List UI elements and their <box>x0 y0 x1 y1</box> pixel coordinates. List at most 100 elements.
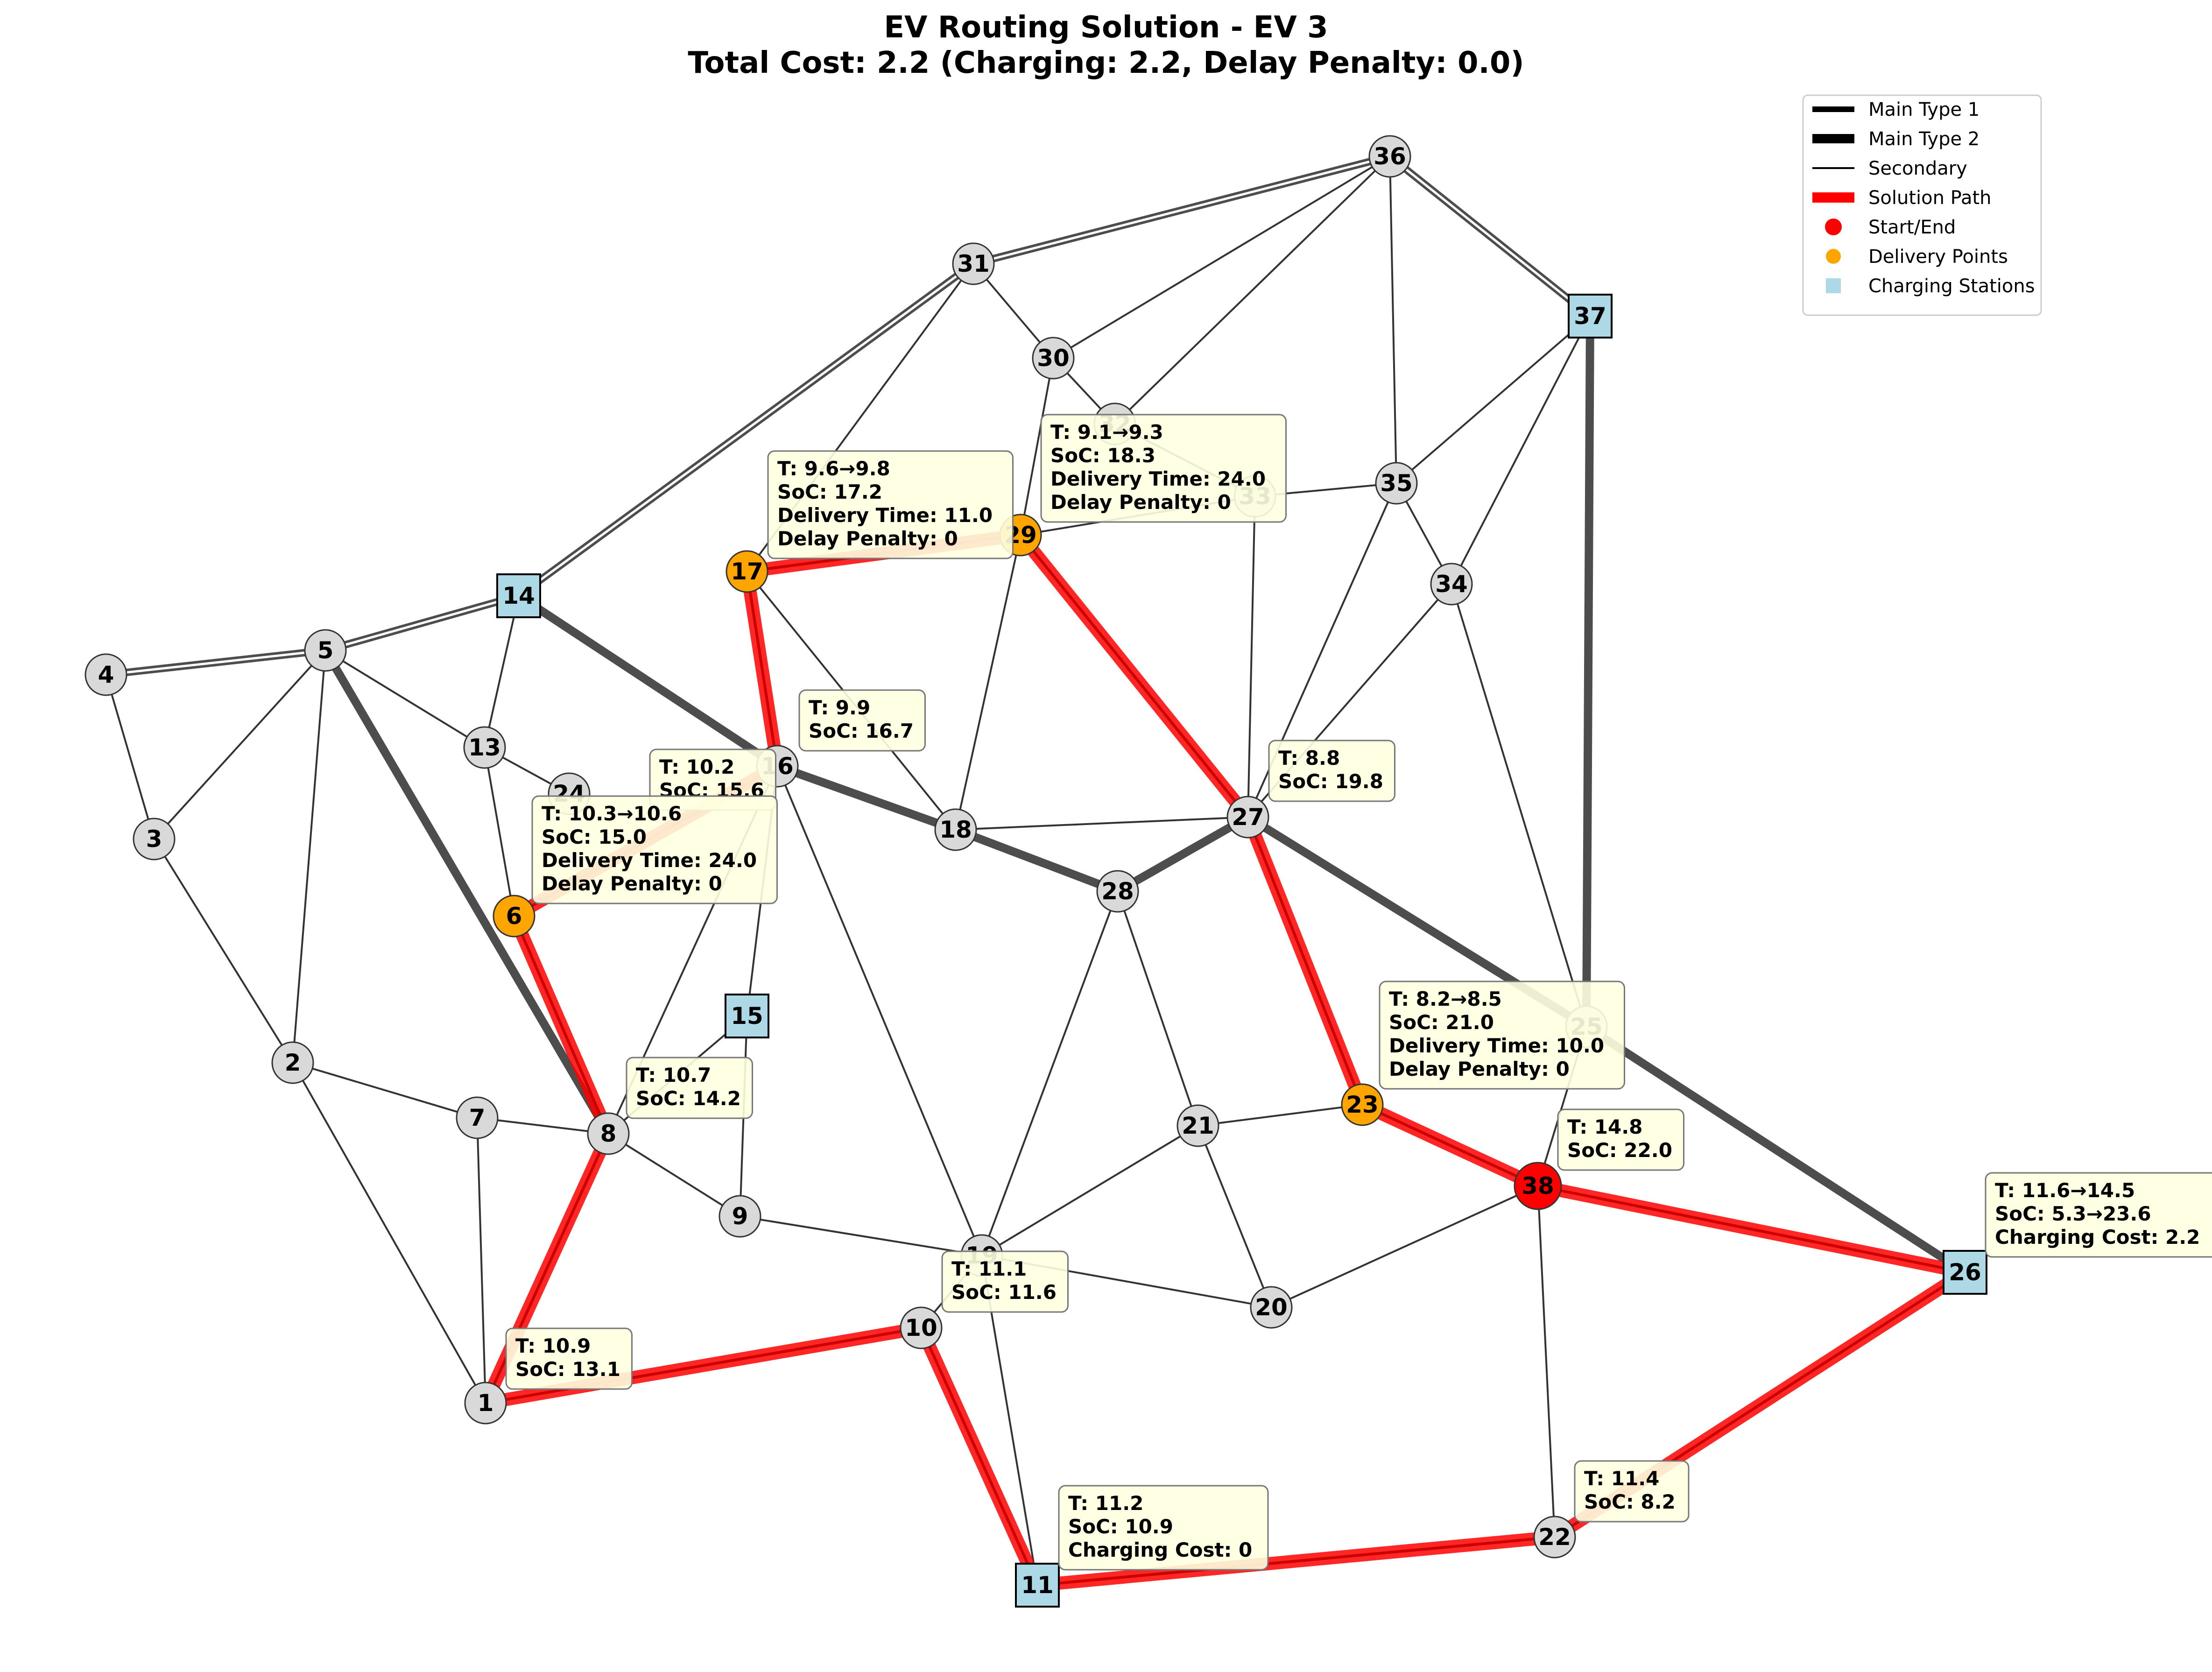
annotation-line: SoC: 14.2 <box>636 1087 741 1110</box>
main-type1-edge-inner <box>106 649 326 676</box>
node-label: 4 <box>98 661 114 688</box>
secondary-edge <box>740 1215 982 1256</box>
secondary-edge <box>476 1117 486 1404</box>
secondary-edge <box>292 1062 486 1404</box>
secondary-edge <box>1395 315 1591 484</box>
node-label: 35 <box>1380 470 1413 497</box>
charging-station-marker <box>1015 1563 1060 1608</box>
normal-node-marker <box>463 726 506 769</box>
legend-item: Secondary <box>1812 158 1967 179</box>
secondary-edge <box>105 674 155 840</box>
node-label: 20 <box>1255 1294 1288 1321</box>
annotation-box <box>1379 981 1625 1090</box>
node-15: 15 <box>725 994 769 1038</box>
secondary-edge <box>292 1062 478 1119</box>
normal-node-marker <box>1032 337 1075 380</box>
node-37: 37 <box>1568 294 1613 339</box>
secondary-edge <box>1271 1185 1538 1308</box>
secondary-edge <box>1537 1185 1556 1538</box>
secondary-edge <box>1020 358 1054 536</box>
normal-node-marker <box>952 242 995 285</box>
annotation-box <box>1557 1108 1684 1171</box>
normal-node-marker <box>1430 563 1473 606</box>
solution-path-core <box>1037 1536 1555 1587</box>
delivery-node-marker <box>493 895 535 938</box>
node-31: 31 <box>952 242 995 285</box>
node-22: 22 <box>1533 1516 1576 1559</box>
normal-node-marker <box>1375 462 1418 505</box>
legend-label: Main Type 2 <box>1868 128 1980 150</box>
node-label: 1 <box>478 1390 494 1417</box>
annotation-line: Charging Cost: 0 <box>1068 1538 1252 1561</box>
annotation-line: SoC: 5.3→23.6 <box>1995 1202 2151 1225</box>
secondary-edge <box>477 1117 609 1135</box>
solution-path-core <box>920 1327 1039 1586</box>
annotation-line: Delivery Time: 24.0 <box>542 849 757 872</box>
node-18: 18 <box>934 808 977 851</box>
main-type2-edge <box>775 762 958 834</box>
main-type1-edge-inner <box>325 594 519 652</box>
normal-node-marker <box>1368 135 1411 178</box>
charging-station-marker <box>1568 294 1613 339</box>
main-type2-edge <box>516 592 780 770</box>
annotation-line: Delay Penalty: 0 <box>1050 491 1231 514</box>
node-label: 37 <box>1574 303 1606 330</box>
secondary-edge <box>1198 1104 1363 1127</box>
annotation-box <box>1574 1460 1690 1523</box>
annotation-line: T: 14.8 <box>1567 1115 1642 1138</box>
secondary-edge <box>1451 584 1587 1027</box>
normal-node-marker <box>1176 1104 1219 1147</box>
secondary-edge <box>324 649 486 748</box>
node-7: 7 <box>456 1096 499 1139</box>
annotation-box <box>626 1057 753 1119</box>
start-node-marker <box>1514 1162 1562 1210</box>
normal-node-marker <box>587 1112 630 1155</box>
node-label: 26 <box>1949 1259 1981 1286</box>
node-label: 5 <box>317 637 334 664</box>
legend-swatch <box>1825 219 1842 235</box>
solution-path-core <box>746 571 779 767</box>
legend-item: Solution Path <box>1812 187 1992 209</box>
annotation-line: T: 11.1 <box>951 1257 1027 1280</box>
node-label: 10 <box>905 1314 937 1341</box>
secondary-edge <box>981 1125 1199 1256</box>
secondary-edge <box>1197 1125 1272 1308</box>
legend-label: Start/End <box>1868 217 1956 238</box>
solution-path-core <box>1019 534 1249 818</box>
node-label: 34 <box>1435 571 1468 598</box>
annotation-line: SoC: 17.2 <box>777 480 882 503</box>
figure-title-line2: Total Cost: 2.2 (Charging: 2.2, Delay Pe… <box>688 46 1524 80</box>
node-20: 20 <box>1250 1286 1293 1329</box>
node-23: 23 <box>1341 1083 1384 1126</box>
normal-node-marker <box>271 1041 314 1084</box>
node-2: 2 <box>271 1041 314 1084</box>
node-10: 10 <box>900 1306 943 1349</box>
normal-node-marker <box>1226 796 1269 839</box>
annotation-box <box>1985 1172 2212 1258</box>
node-label: 8 <box>600 1120 617 1147</box>
annotation-line: SoC: 18.3 <box>1050 444 1155 467</box>
secondary-edge <box>1451 316 1591 585</box>
main-type2-edge <box>322 648 612 1136</box>
normal-node-marker <box>1096 870 1139 913</box>
annotation-box <box>531 795 778 904</box>
solution-path-core <box>485 1326 922 1404</box>
annotation-line: T: 9.9 <box>809 696 870 719</box>
node-label: 31 <box>957 250 990 277</box>
annotation-line: T: 9.1→9.3 <box>1050 421 1163 444</box>
main-type2-edge <box>1584 1023 1967 1276</box>
secondary-edge <box>955 816 1248 831</box>
annotation-box <box>1058 1485 1269 1571</box>
annotation-box <box>505 1327 633 1390</box>
secondary-edge <box>1052 155 1391 359</box>
normal-node-marker <box>1250 1286 1293 1329</box>
node-4: 4 <box>85 653 127 696</box>
annotation-line: Delivery Time: 11.0 <box>777 504 993 527</box>
node-13: 13 <box>463 726 506 769</box>
node-27: 27 <box>1226 796 1269 839</box>
